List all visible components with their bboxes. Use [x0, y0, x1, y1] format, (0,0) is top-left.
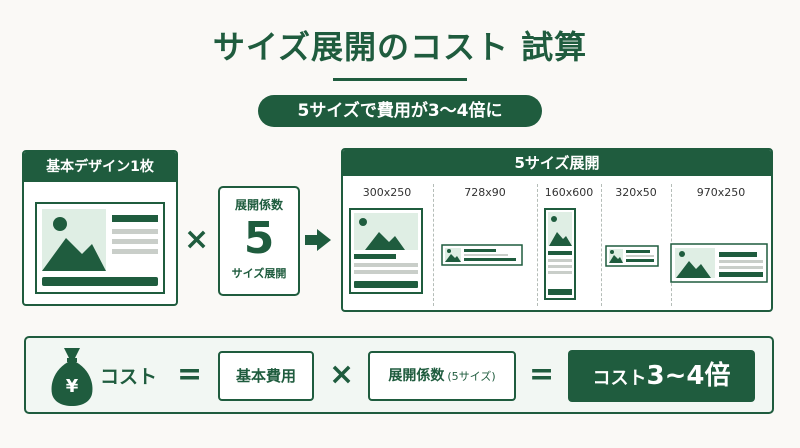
currency-symbol: ¥ [66, 376, 79, 397]
result-value: 3~4倍 [646, 361, 731, 391]
result-box: コスト3~4倍 [568, 350, 755, 402]
subtitle-badge: 5サイズで費用が3～4倍に [258, 95, 542, 127]
factor-box: 展開係数(5サイズ) [368, 351, 516, 401]
size-label: 970x250 [696, 186, 746, 199]
banner-970x250 [670, 243, 768, 283]
expansion-factor-card: 展開係数 5 サイズ展開 [218, 186, 300, 296]
base-banner-illustration [35, 202, 165, 294]
equals-sign: = [177, 357, 203, 392]
divider [601, 184, 602, 306]
arrow-right-icon [305, 229, 331, 251]
size-expansion-panel: 5サイズ展開 300x250 728x90 160x600 320x50 970… [341, 148, 773, 312]
divider [433, 184, 434, 306]
banner-728x90 [441, 244, 523, 266]
factor-box-label: 展開係数 [388, 368, 445, 384]
title-divider [333, 78, 467, 81]
page-title: サイズ展開のコスト 試算 [212, 28, 588, 66]
multiply-sign: × [184, 222, 210, 257]
banner-160x600 [544, 208, 576, 300]
expansion-factor-value: 5 [243, 213, 275, 264]
multiply-sign: × [329, 357, 355, 392]
cost-label: コスト [100, 366, 158, 388]
size-label: 728x90 [464, 186, 506, 199]
base-cost-box: 基本費用 [218, 351, 314, 401]
base-design-label: 基本デザイン1枚 [24, 152, 176, 182]
divider [537, 184, 538, 306]
size-label: 300x250 [362, 186, 412, 199]
size-expansion-label: 5サイズ展開 [343, 150, 771, 176]
money-bag-icon: ¥ [51, 348, 93, 406]
size-banner-illustrations [349, 208, 768, 300]
expansion-factor-sub: サイズ展開 [231, 267, 287, 280]
banner-300x250 [349, 208, 423, 294]
factor-box-note: (5サイズ) [447, 370, 496, 383]
size-label: 320x50 [615, 186, 657, 199]
result-prefix: コスト [592, 368, 647, 389]
expansion-factor-label: 展開係数 [234, 198, 283, 212]
base-design-panel: 基本デザイン1枚 [22, 150, 178, 306]
banner-320x50 [605, 245, 659, 267]
equals-sign: = [529, 357, 555, 392]
size-label: 160x600 [544, 186, 594, 199]
